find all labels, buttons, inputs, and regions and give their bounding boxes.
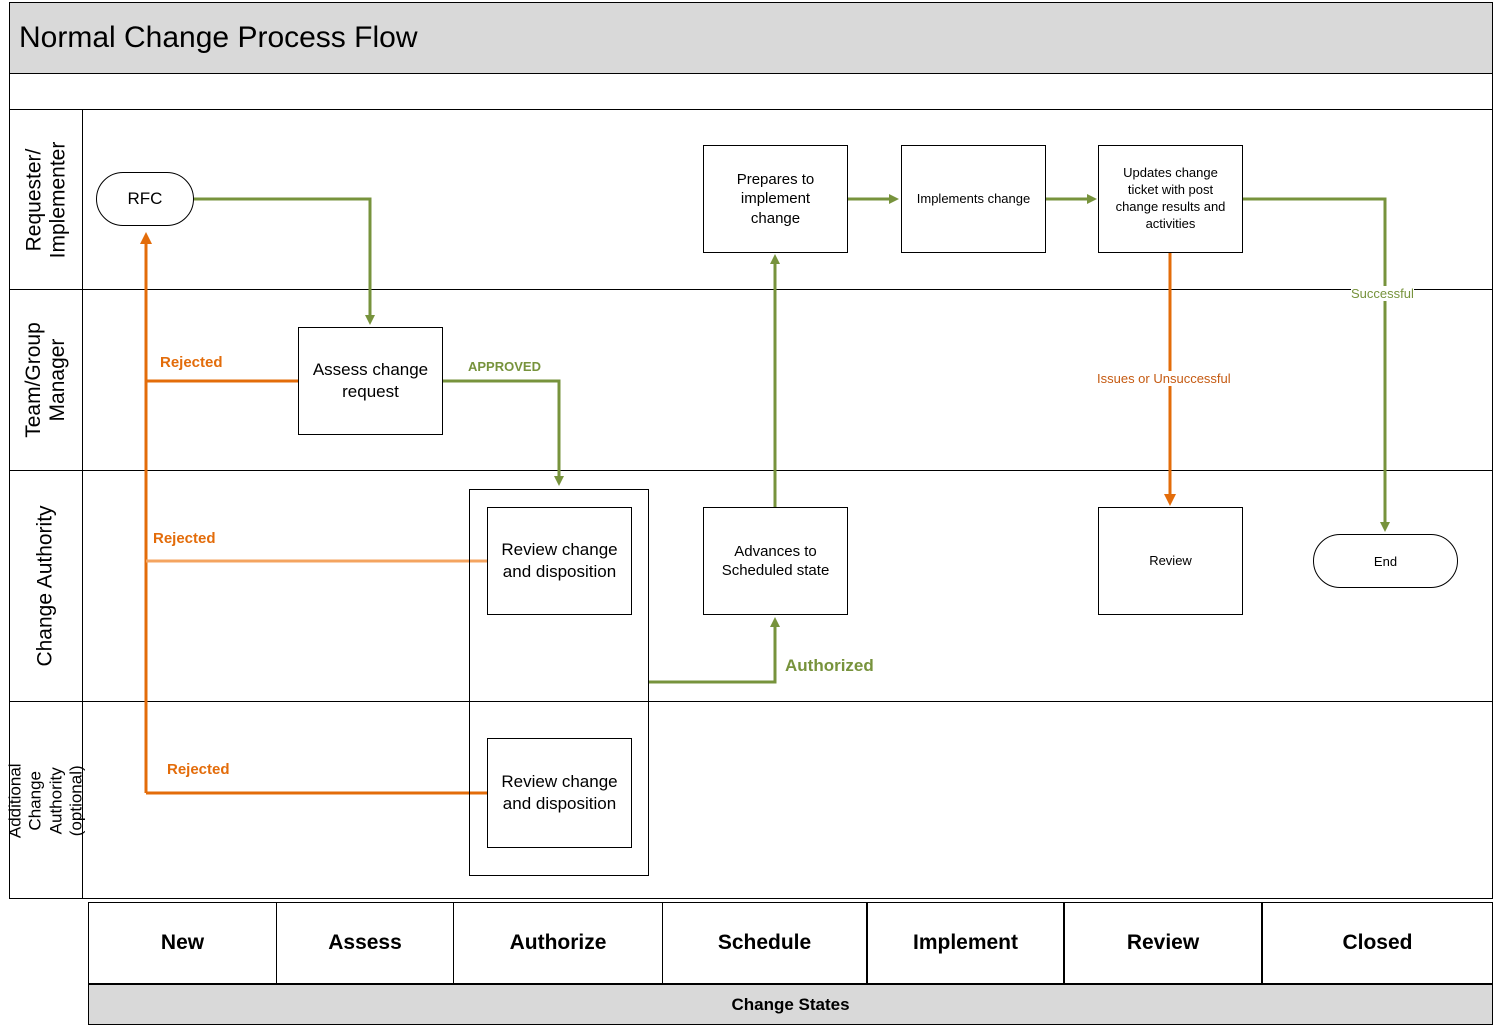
- review-label: Review: [1149, 552, 1192, 568]
- rfc-node: RFC: [96, 172, 194, 226]
- state-assess: Assess: [276, 902, 454, 984]
- end-label: End: [1373, 553, 1398, 569]
- lane-divider: [9, 701, 1493, 702]
- authorized-label: Authorized: [785, 656, 874, 675]
- review-group-container: [469, 489, 649, 876]
- review-change-label: Review change and disposition: [501, 539, 618, 581]
- state-authorize-label: Authorize: [509, 931, 607, 954]
- implements-node: Implements change: [901, 145, 1046, 253]
- advances-node: Advances to Scheduled state: [703, 507, 848, 615]
- diagram-title: Normal Change Process Flow: [19, 21, 418, 54]
- assess-change-label: Assess change request: [312, 359, 429, 401]
- flow-rfc-to-assess: [194, 197, 375, 325]
- prepares-node: Prepares to implement change: [703, 145, 848, 253]
- states-footer: Change States: [88, 984, 1493, 1025]
- review-node: Review: [1098, 507, 1243, 615]
- state-new-label: New: [160, 931, 205, 954]
- lane-divider: [9, 289, 1493, 290]
- state-schedule: Schedule: [662, 902, 867, 984]
- state-implement: Implement: [867, 902, 1064, 984]
- additional-review-node: Review change and disposition: [487, 738, 632, 848]
- assess-change-node: Assess change request: [298, 327, 443, 435]
- lane-divider: [9, 470, 1493, 471]
- additional-review-label: Review change and disposition: [501, 771, 618, 813]
- state-review-label: Review: [1126, 931, 1200, 954]
- state-closed: Closed: [1262, 902, 1493, 984]
- approved-label: APPROVED: [468, 359, 541, 374]
- implements-label: Implements change: [916, 190, 1031, 206]
- updates-label: Updates change ticket with post change r…: [1115, 165, 1226, 231]
- state-schedule-label: Schedule: [717, 931, 812, 954]
- rejected-label-authority: Rejected: [153, 530, 216, 547]
- diagram-title-bar: Normal Change Process Flow: [9, 2, 1493, 74]
- advances-label: Advances to Scheduled state: [721, 542, 830, 580]
- end-node: End: [1313, 534, 1458, 588]
- flow-assess-to-review: [443, 379, 564, 486]
- state-implement-label: Implement: [912, 931, 1019, 954]
- flow-authorized: [649, 617, 780, 684]
- states-footer-label: Change States: [731, 994, 850, 1014]
- successful-label: Successful: [1351, 286, 1414, 301]
- prepares-label: Prepares to implement change: [736, 170, 815, 227]
- state-new: New: [88, 902, 277, 984]
- flow-successful: [1243, 197, 1390, 532]
- rejected-label-manager: Rejected: [160, 354, 223, 371]
- rfc-label: RFC: [127, 189, 163, 208]
- swimlane-area: [9, 109, 1493, 899]
- state-assess-label: Assess: [328, 931, 402, 954]
- state-review: Review: [1064, 902, 1262, 984]
- state-closed-label: Closed: [1342, 931, 1413, 954]
- review-change-node: Review change and disposition: [487, 507, 632, 615]
- state-authorize: Authorize: [453, 902, 663, 984]
- rejected-label-additional: Rejected: [167, 761, 230, 778]
- issues-label: Issues or Unsuccessful: [1097, 371, 1231, 386]
- lane-label-column: [9, 109, 83, 899]
- updates-node: Updates change ticket with post change r…: [1098, 145, 1243, 253]
